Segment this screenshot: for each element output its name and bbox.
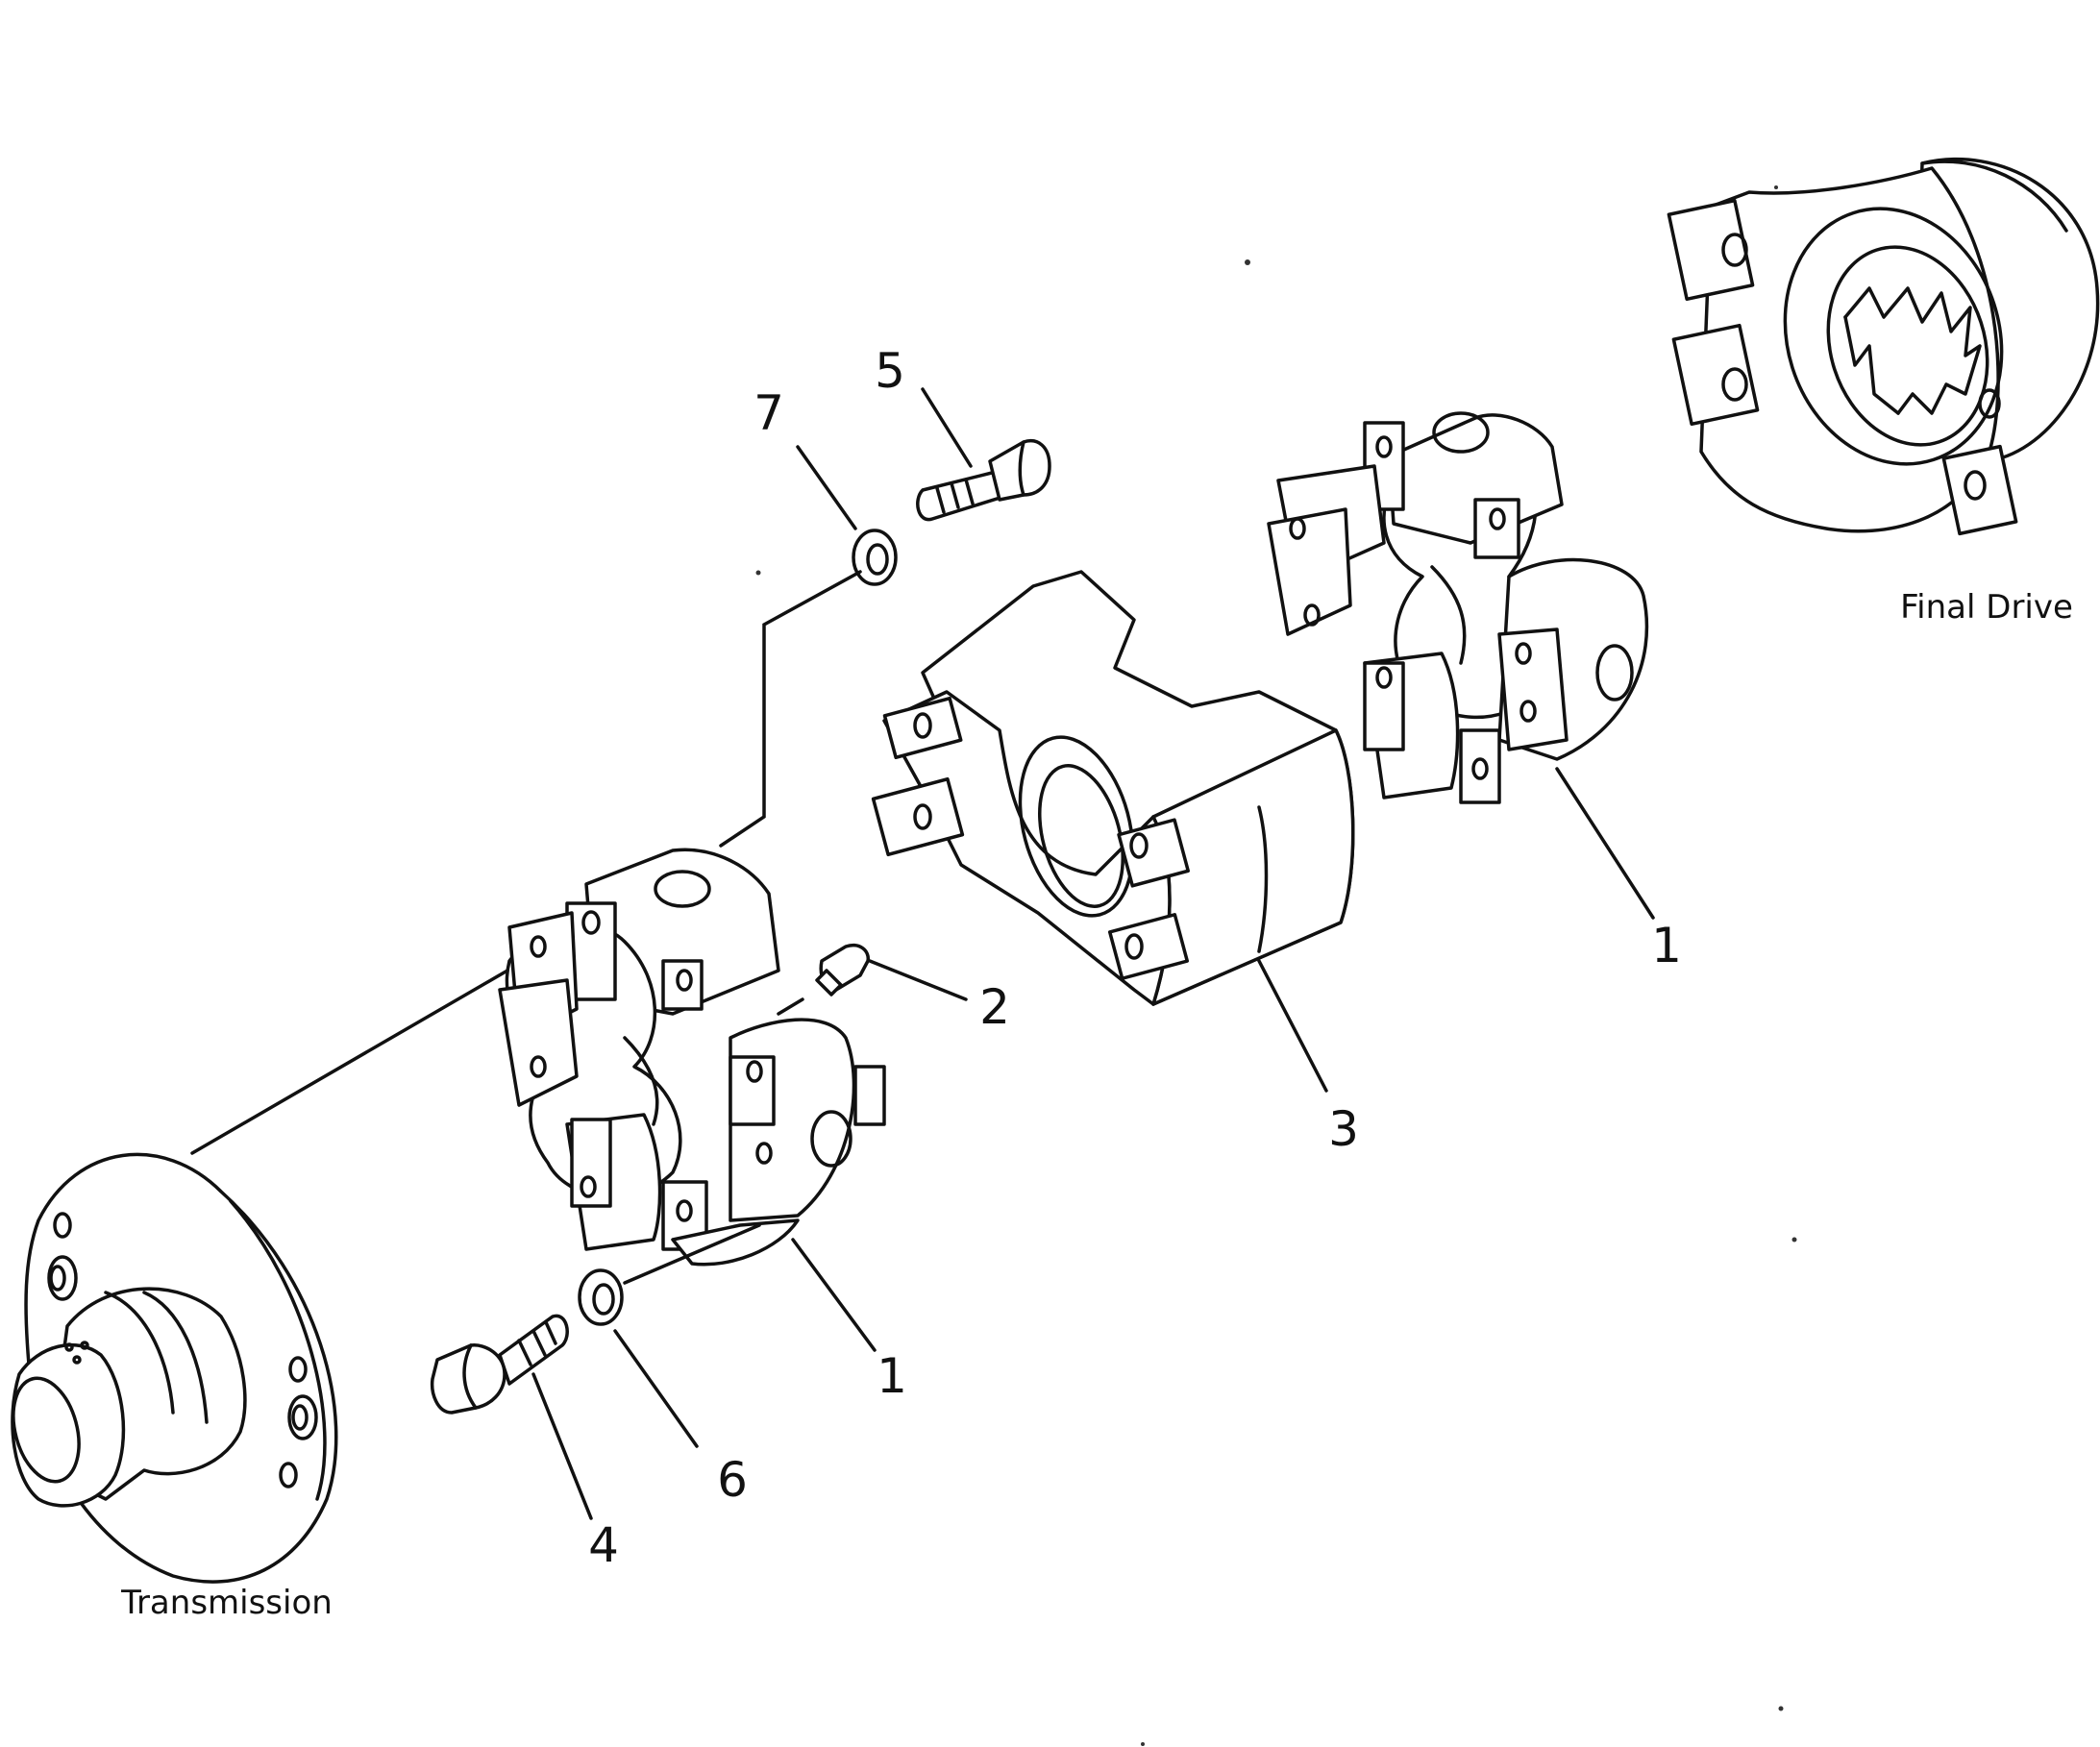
callout-5: 6 xyxy=(717,1452,748,1508)
callout-7: 7 xyxy=(754,385,784,441)
leader-part-5 xyxy=(613,1329,699,1448)
callout-1-right: 1 xyxy=(1651,918,1682,973)
grease-fitting xyxy=(815,944,870,997)
callout-4: 4 xyxy=(588,1517,619,1573)
callout-3: 3 xyxy=(1328,1101,1359,1157)
leader-lines xyxy=(190,387,1655,1520)
phantom-line-washer-top xyxy=(719,570,862,848)
leader-part-4 xyxy=(531,1372,593,1520)
transmission-flange xyxy=(11,1152,338,1584)
scan-specks xyxy=(755,185,1797,1746)
drive-shaft-yoke xyxy=(871,570,1355,1006)
final-drive-flange xyxy=(1667,157,2100,536)
universal-joint-right xyxy=(1267,411,1649,804)
washer-top xyxy=(852,529,898,586)
phantom-line-transmission xyxy=(190,969,509,1155)
final-drive-label: Final Drive xyxy=(1900,588,2073,627)
callout-1-left: 1 xyxy=(877,1348,907,1404)
callout-6: 5 xyxy=(875,343,905,399)
washer-bottom xyxy=(578,1268,624,1326)
leader-part-2 xyxy=(868,959,968,1001)
leader-part-3 xyxy=(1257,959,1328,1093)
bolt-bottom xyxy=(430,1314,569,1415)
phantom-line-washer-bottom xyxy=(623,1223,761,1285)
transmission-label: Transmission xyxy=(121,1584,333,1622)
callout-2: 2 xyxy=(979,979,1010,1035)
leader-part-7 xyxy=(796,445,857,530)
universal-joint-left xyxy=(498,848,886,1267)
bolt-top xyxy=(916,439,1051,522)
leader-part-1-right xyxy=(1555,767,1655,920)
phantom-line-fitting xyxy=(777,997,804,1016)
leader-part-6 xyxy=(921,387,973,468)
leader-part-1-left xyxy=(791,1238,877,1352)
